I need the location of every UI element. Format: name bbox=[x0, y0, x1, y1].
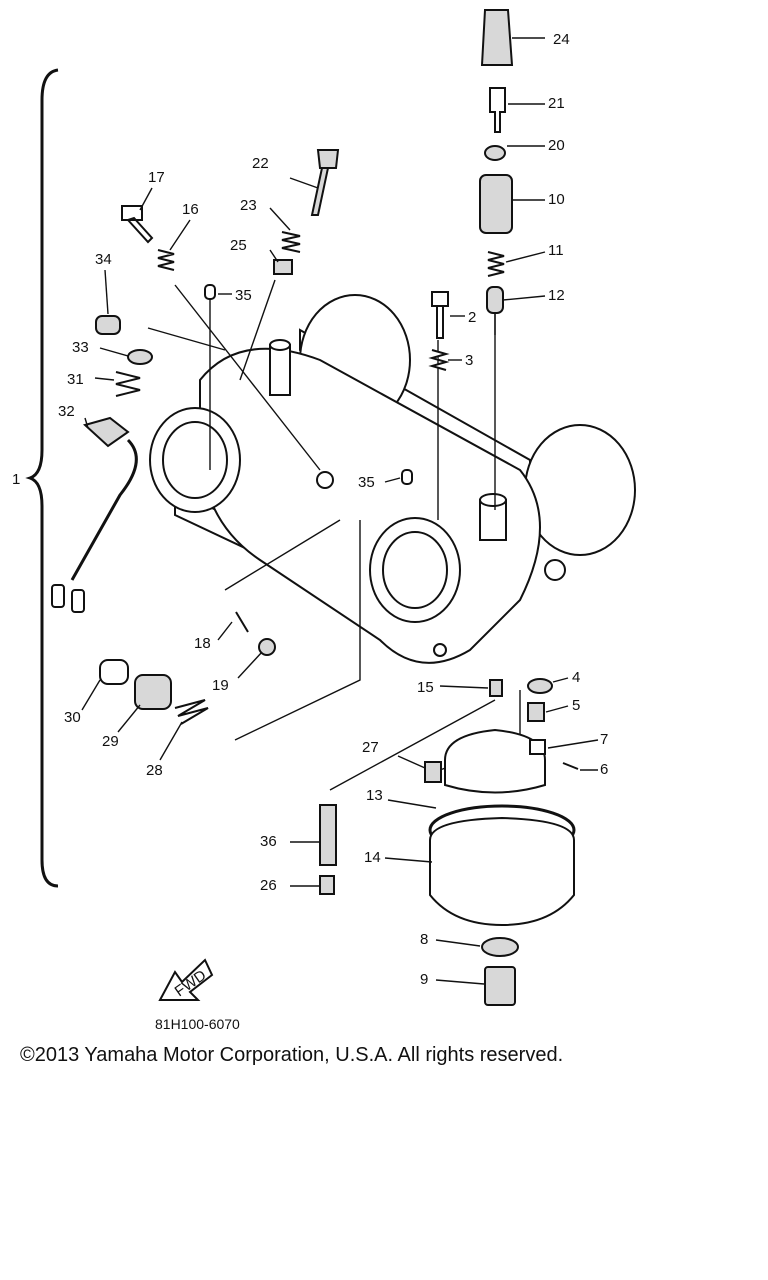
part-8-washer bbox=[481, 937, 519, 957]
callout-21: 21 bbox=[548, 95, 565, 112]
callout-8: 8 bbox=[420, 931, 428, 948]
callout-22: 22 bbox=[252, 155, 269, 172]
callout-13: 13 bbox=[366, 787, 383, 804]
part-18-pin bbox=[235, 611, 249, 633]
part-21-needle-valve bbox=[489, 87, 506, 133]
carburetor-body bbox=[149, 294, 636, 664]
part-22-screw bbox=[310, 149, 340, 216]
part-28-spring bbox=[174, 699, 209, 725]
callout-25: 25 bbox=[230, 237, 247, 254]
callout-5: 5 bbox=[572, 697, 580, 714]
part-19-nut bbox=[258, 638, 276, 656]
callout-36: 36 bbox=[260, 833, 277, 850]
callout-14: 14 bbox=[364, 849, 381, 866]
callout-34: 34 bbox=[95, 251, 112, 268]
part-10-cover bbox=[479, 174, 513, 234]
part-36-emulsion-tube bbox=[319, 804, 337, 866]
callout-11: 11 bbox=[548, 242, 564, 259]
part-2-screw bbox=[431, 291, 449, 339]
callout-35-top: 35 bbox=[235, 287, 252, 304]
part-31-spring bbox=[115, 371, 141, 397]
assembly-bracket bbox=[25, 68, 59, 888]
part-24-cap bbox=[480, 9, 514, 66]
callout-2: 2 bbox=[468, 309, 476, 326]
part-32-cable bbox=[70, 438, 138, 581]
part-3-spring bbox=[428, 349, 450, 371]
diagram-part-number: 81H100-6070 bbox=[155, 1016, 240, 1032]
callout-32: 32 bbox=[58, 403, 75, 420]
callout-30: 30 bbox=[64, 709, 81, 726]
part-12-piston bbox=[486, 286, 504, 314]
part-33-washer bbox=[127, 349, 153, 365]
callout-10: 10 bbox=[548, 191, 565, 208]
fwd-arrow-icon: FWD bbox=[158, 958, 214, 1001]
callout-28: 28 bbox=[146, 762, 163, 779]
callout-20: 20 bbox=[548, 137, 565, 154]
part-15-jet bbox=[489, 679, 503, 697]
callout-6: 6 bbox=[600, 761, 608, 778]
callout-12: 12 bbox=[548, 287, 565, 304]
callout-3: 3 bbox=[465, 352, 473, 369]
callout-29: 29 bbox=[102, 733, 119, 750]
callout-4: 4 bbox=[572, 669, 580, 686]
part-25-nut bbox=[273, 259, 293, 275]
callout-35-mid: 35 bbox=[358, 474, 375, 491]
callout-7: 7 bbox=[600, 731, 608, 748]
callout-17: 17 bbox=[148, 169, 165, 186]
callout-1: 1 bbox=[12, 471, 20, 488]
callout-15: 15 bbox=[417, 679, 434, 696]
callout-24: 24 bbox=[553, 31, 570, 48]
part-32-sensor bbox=[82, 416, 130, 448]
part-9-plug bbox=[484, 966, 516, 1006]
part-4-washer bbox=[527, 678, 553, 694]
callout-27: 27 bbox=[362, 739, 379, 756]
part-17-screw bbox=[121, 205, 154, 244]
copyright-notice: ©2013 Yamaha Motor Corporation, U.S.A. A… bbox=[20, 1044, 564, 1066]
part-26-jet bbox=[319, 875, 335, 895]
callout-33: 33 bbox=[72, 339, 89, 356]
callout-31: 31 bbox=[67, 371, 84, 388]
part-6-pin bbox=[562, 762, 579, 770]
part-23-spring bbox=[281, 231, 301, 253]
part-27-jet bbox=[424, 761, 442, 783]
callout-9: 9 bbox=[420, 971, 428, 988]
part-34-cap bbox=[95, 315, 121, 335]
part-20-washer bbox=[484, 145, 506, 161]
callout-18: 18 bbox=[194, 635, 211, 652]
callout-26: 26 bbox=[260, 877, 277, 894]
callout-16: 16 bbox=[182, 201, 199, 218]
part-30-cap bbox=[99, 659, 129, 685]
part-29-cover bbox=[134, 674, 172, 710]
part-16-spring bbox=[157, 249, 175, 271]
callout-19: 19 bbox=[212, 677, 229, 694]
part-14-float-bowl bbox=[429, 816, 575, 927]
part-35-plug bbox=[204, 284, 216, 300]
part-11-spring bbox=[487, 251, 505, 277]
part-5-screw bbox=[527, 702, 545, 722]
callout-23: 23 bbox=[240, 197, 257, 214]
